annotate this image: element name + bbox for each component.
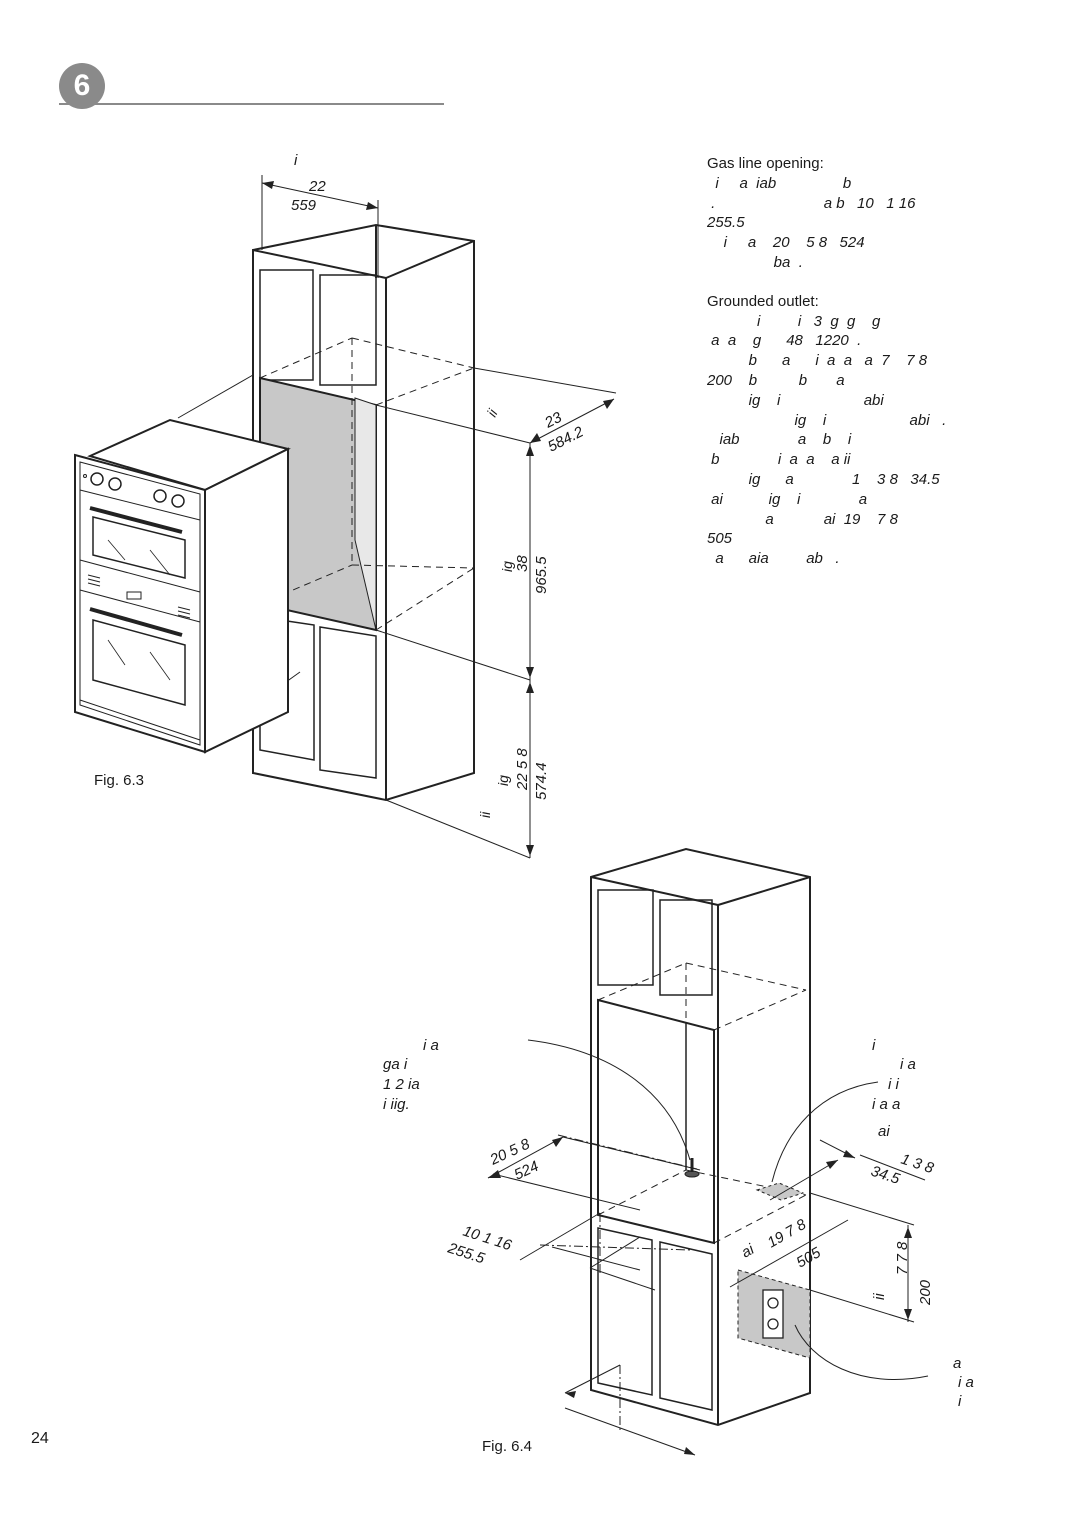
outlet-text: a ai 19 7 8: [707, 510, 898, 528]
fig4-gas-callout-line-2: ga i: [383, 1056, 408, 1073]
fig3-width-label: i: [294, 152, 298, 169]
gas-line-text: . a b 10 1 16: [707, 194, 916, 212]
fig3-floor-inches: 22 5 8: [514, 748, 531, 791]
header-rule: [59, 103, 444, 105]
fig4-gas-callout-line-1: i a: [423, 1037, 439, 1054]
fig4-gas-callout-line-3: 1 2 ia: [383, 1076, 420, 1093]
fig3-height-label: ig: [499, 561, 515, 572]
fig4-outlet-drop-mm: 200: [917, 1279, 934, 1306]
fig4-zone-callout-line-4: i a a: [872, 1096, 900, 1113]
fig4-outlet-side-label: ai: [878, 1123, 890, 1140]
grounded-outlet-heading: Grounded outlet:: [707, 292, 819, 310]
fig3-floor-mm: 574.4: [533, 762, 550, 800]
section-number-badge: 6: [59, 63, 105, 109]
outlet-text: ig i abi: [707, 391, 884, 409]
gas-line-text: 255.5: [707, 214, 745, 232]
gas-line-text: i a iab b: [707, 174, 852, 192]
gas-line-text: i a 20 5 8 524: [707, 234, 865, 252]
fig3-width-mm: 559: [291, 197, 317, 214]
outlet-text: 505: [707, 530, 733, 548]
fig3-width-inches: 22: [308, 178, 326, 195]
fig4-caption: Fig. 6.4: [482, 1438, 532, 1455]
fig3-floor-label-b: ig: [495, 775, 511, 786]
gas-line-heading: Gas line opening:: [707, 155, 824, 172]
fig4-gas-callout-line-4: i iig.: [383, 1096, 410, 1113]
outlet-text: b i a a a ii: [707, 451, 851, 469]
fig3-floor-label-a: ii: [477, 811, 493, 818]
fig4-outlet-drop-inches: 7 7 8: [894, 1241, 911, 1275]
fig4-zone-callout-line-2: i a: [900, 1056, 916, 1073]
gas-line-text: ba .: [707, 253, 803, 271]
fig3-height-mm: 965.5: [533, 556, 550, 594]
outlet-text: ig i abi .: [707, 411, 947, 429]
outlet-text: i i 3 g g g: [707, 312, 881, 330]
fig4-outlet-drop-label: ii: [871, 1293, 888, 1300]
outlet-text: 200 b b a: [707, 371, 845, 389]
outlet-text: a aia ab .: [707, 550, 840, 568]
fig3-caption: Fig. 6.3: [94, 772, 144, 789]
installation-notes: Gas line opening: i a iab b . a b 10 1 1…: [707, 154, 1047, 569]
outlet-text: ig a 1 3 8 34.5: [707, 470, 940, 488]
fig3-depth-inches: 23: [541, 409, 565, 432]
fig4-zone-callout-line-3: i i: [888, 1076, 900, 1093]
fig4-outlet-callout-line-1: a: [953, 1355, 961, 1372]
fig3-height-inches: 38: [514, 555, 531, 572]
fig4-outlet-callout-line-2: i a: [958, 1374, 974, 1391]
outlet-text: iab a b i: [707, 431, 852, 449]
fig4-gas-side-mm: 524: [512, 1158, 542, 1184]
outlet-text: b a i a a a 7 7 8: [707, 352, 928, 370]
fig4-outlet-side-inches: 1 3 8: [899, 1151, 937, 1178]
fig4-outlet-callout-line-3: i: [958, 1393, 962, 1410]
fig4-outlet-side-mm: 34.5: [869, 1163, 903, 1188]
page-number: 24: [31, 1430, 49, 1447]
outlet-text: a a g 48 1220 .: [707, 332, 862, 350]
fig4-zone-callout-line-1: i: [872, 1037, 876, 1054]
outlet-text: ai ig i a: [707, 490, 868, 508]
